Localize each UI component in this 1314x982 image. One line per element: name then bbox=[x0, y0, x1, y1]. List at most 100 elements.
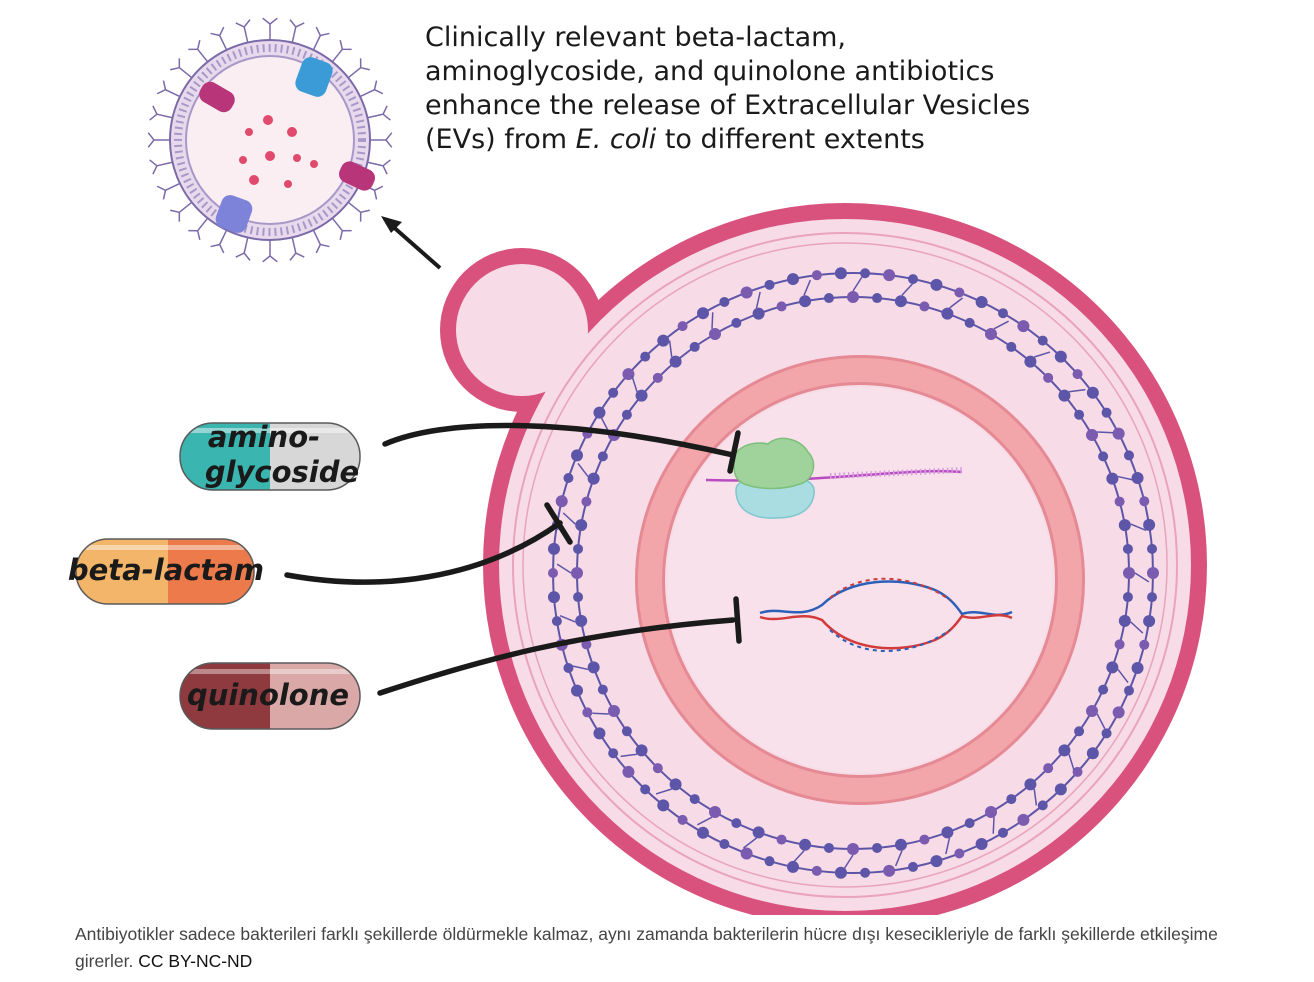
vesicle-spike bbox=[197, 217, 209, 232]
peptidoglycan-crosslink bbox=[901, 282, 914, 296]
peptidoglycan-sugar bbox=[593, 406, 606, 419]
peptidoglycan-sugar bbox=[1114, 639, 1125, 650]
peptidoglycan-crosslink bbox=[631, 375, 638, 392]
vesicle-spike bbox=[156, 113, 173, 119]
peptidoglycan-sugar bbox=[1006, 341, 1017, 352]
vesicle-spike bbox=[218, 229, 228, 245]
vesicle-spike-tip bbox=[385, 132, 393, 148]
vesicle-spike bbox=[156, 161, 173, 167]
vesicle-spike-tip bbox=[235, 252, 251, 261]
peptidoglycan-sugar bbox=[1017, 813, 1030, 826]
peptidoglycan-sugar bbox=[575, 519, 588, 532]
peptidoglycan-crosslink bbox=[992, 817, 995, 834]
vesicle-spike-tip bbox=[149, 159, 158, 175]
peptidoglycan-sugar bbox=[731, 317, 742, 328]
vesicle-spike-tip bbox=[262, 255, 278, 263]
caption-text: Antibiyotikler sadece bakterileri farklı… bbox=[75, 924, 1218, 971]
vesicle-spike bbox=[359, 88, 375, 98]
peptidoglycan-sugar bbox=[811, 270, 822, 281]
vesicle-spike bbox=[331, 48, 343, 63]
peptidoglycan-sugar bbox=[1147, 567, 1159, 579]
peptidoglycan-sugar bbox=[571, 449, 584, 462]
peptidoglycan-sugar bbox=[847, 291, 859, 303]
peptidoglycan-crosslink bbox=[1130, 621, 1144, 634]
peptidoglycan-sugar bbox=[697, 826, 709, 839]
peptidoglycan-sugar bbox=[575, 614, 588, 627]
peptidoglycan-sugar bbox=[985, 327, 997, 340]
peptidoglycan-crosslink bbox=[559, 614, 576, 623]
peptidoglycan-sugar bbox=[908, 274, 919, 285]
title-species: E. coli bbox=[576, 124, 657, 155]
vesicle-spike bbox=[347, 67, 362, 79]
peptidoglycan-sugar bbox=[635, 744, 648, 757]
peptidoglycan-sugar bbox=[1006, 794, 1017, 805]
peptidoglycan-sugar bbox=[622, 368, 635, 381]
peptidoglycan-sugar bbox=[1037, 800, 1048, 811]
peptidoglycan-sugar bbox=[669, 355, 682, 368]
peptidoglycan-crosslink bbox=[803, 279, 812, 296]
figure-diagram: Clinically relevant beta-lactam, aminogl… bbox=[68, 17, 1207, 915]
quinolone-pill: quinolone bbox=[179, 662, 361, 730]
peptidoglycan-sugar bbox=[894, 295, 907, 308]
peptidoglycan-sugar bbox=[709, 806, 721, 819]
peptidoglycan-sugar bbox=[930, 855, 943, 868]
vesicle-spike-tip bbox=[289, 252, 305, 261]
peptidoglycan-sugar bbox=[563, 663, 574, 674]
peptidoglycan-sugar bbox=[941, 307, 954, 320]
peptidoglycan-sugar bbox=[582, 707, 593, 718]
peptidoglycan-crosslink bbox=[755, 291, 761, 309]
peptidoglycan-sugar bbox=[1058, 744, 1071, 757]
peptidoglycan-sugar bbox=[587, 472, 600, 485]
peptidoglycan-sugar bbox=[1101, 728, 1112, 739]
peptidoglycan-sugar bbox=[786, 273, 799, 286]
ribosome-large-subunit bbox=[732, 437, 815, 490]
peptidoglycan-sugar bbox=[1043, 372, 1054, 383]
peptidoglycan-sugar bbox=[799, 838, 812, 851]
peptidoglycan-crosslink bbox=[1068, 388, 1086, 393]
peptidoglycan-sugar bbox=[823, 842, 834, 853]
peptidoglycan-crosslink bbox=[993, 320, 1009, 330]
peptidoglycan-crosslink bbox=[1130, 523, 1147, 532]
vesicle-spike bbox=[243, 237, 249, 254]
vesicle-spike bbox=[312, 35, 322, 51]
license-link[interactable]: CC BY-NC-ND bbox=[138, 951, 253, 971]
vesicle-cargo-dots bbox=[239, 115, 318, 188]
peptidoglycan-sugar bbox=[1131, 662, 1144, 675]
cell-envelope-line bbox=[522, 242, 1168, 888]
peptidoglycan-sugar bbox=[1118, 519, 1131, 532]
peptidoglycan-sugar bbox=[776, 301, 787, 312]
peptidoglycan-sugar bbox=[669, 778, 682, 791]
vesicle-spike-tip bbox=[156, 185, 167, 200]
vesicle-spike-tip bbox=[188, 40, 201, 51]
peptidoglycan-crosslink bbox=[592, 712, 609, 715]
cytoplasm bbox=[667, 387, 1053, 773]
peptidoglycan-crosslink bbox=[1134, 572, 1150, 583]
vesicle-spike bbox=[165, 88, 181, 98]
peptidoglycan-crosslink bbox=[697, 816, 713, 826]
peptidoglycan-sugar bbox=[1106, 661, 1119, 674]
peptidoglycan-sugar bbox=[1072, 766, 1083, 777]
peptidoglycan-sugar bbox=[1086, 386, 1099, 399]
beta-lactam-pill: beta-lactam bbox=[68, 538, 264, 605]
vesicle-spike bbox=[331, 217, 343, 232]
peptidoglycan-crosslink bbox=[562, 512, 576, 525]
vesicle-spike-tip bbox=[210, 26, 225, 37]
title-line-4-start: (EVs) from bbox=[425, 124, 576, 155]
peptidoglycan-sugar bbox=[883, 269, 896, 282]
peptidoglycan-sugar bbox=[607, 705, 620, 717]
peptidoglycan-sugar bbox=[919, 301, 930, 312]
peptidoglycan-sugar bbox=[709, 327, 721, 340]
peptidoglycan-sugar bbox=[657, 799, 670, 812]
peptidoglycan-sugar bbox=[1098, 451, 1109, 462]
aminoglycoside-label-1: amino- bbox=[208, 420, 320, 454]
vesicle-spike-tip bbox=[359, 58, 370, 71]
peptidoglycan-sugar bbox=[975, 295, 988, 308]
peptidoglycan-sugar bbox=[677, 814, 688, 825]
peptidoglycan-sugar bbox=[1147, 592, 1158, 603]
peptidoglycan-sugar bbox=[740, 847, 753, 860]
vesicle-spike-tip bbox=[382, 105, 391, 121]
peptidoglycan-sugar bbox=[894, 838, 907, 851]
peptidoglycan-sugar bbox=[847, 843, 859, 855]
quinolone-inhibition-line bbox=[377, 617, 736, 696]
peptidoglycan-sugar bbox=[1074, 726, 1085, 737]
